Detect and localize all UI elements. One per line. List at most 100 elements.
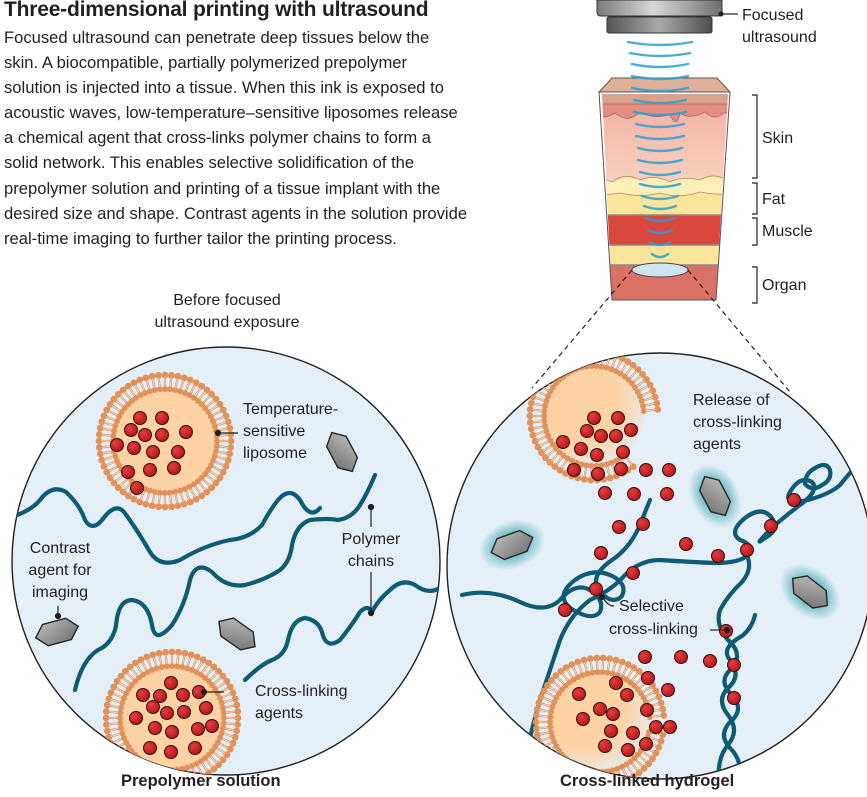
lipid-head	[167, 489, 174, 496]
lipid-head	[541, 418, 548, 425]
lipid-head	[110, 395, 118, 403]
lipid-highlight	[631, 763, 638, 771]
lipid-head	[181, 649, 189, 657]
lipid-highlight	[185, 491, 190, 500]
lipid-highlight	[642, 686, 651, 693]
lipid-highlight	[537, 436, 546, 441]
crosslinking-agent	[574, 442, 588, 456]
lipid-highlight	[213, 752, 222, 759]
lipid-head	[98, 418, 106, 426]
crosslinking-agent	[711, 549, 725, 563]
lipid-head	[168, 371, 175, 379]
crosslinking-agent	[176, 688, 190, 702]
lipid-head	[623, 761, 630, 768]
wave-arc	[628, 51, 692, 58]
lipid-head	[552, 764, 560, 772]
crosslinking-agent	[604, 724, 618, 738]
lipid-head	[551, 463, 559, 471]
lipid-tail	[124, 753, 137, 766]
lipid-head	[600, 353, 608, 357]
lipid-highlight	[152, 494, 155, 504]
lipid-highlight	[643, 397, 653, 401]
lipid-head	[234, 708, 242, 715]
crosslinking-agent	[598, 486, 612, 500]
lipid-head	[96, 424, 104, 432]
lipid-head	[198, 492, 206, 500]
lipid-head	[209, 682, 216, 689]
lipid-head	[208, 484, 216, 492]
lipid-highlight	[553, 681, 561, 689]
crosslinking-agent	[138, 428, 152, 442]
lipid-head	[606, 655, 614, 663]
lipid-highlight	[533, 403, 543, 406]
lipid-highlight	[549, 751, 558, 758]
lipid-head	[233, 727, 241, 735]
lipid-highlight	[561, 363, 567, 372]
lipid-head	[216, 474, 224, 482]
lipid-head	[545, 432, 552, 439]
lipid-head	[655, 743, 663, 751]
label-line: ultrasound	[742, 29, 817, 46]
crosslinking-agent	[609, 429, 623, 443]
lipid-head	[175, 648, 182, 656]
lipid-highlight	[222, 738, 231, 743]
contrast-agent	[479, 519, 545, 571]
lipid-highlight	[538, 726, 548, 729]
lipid-highlight	[104, 422, 114, 426]
crosslinking-agent	[177, 705, 191, 719]
lipid-head	[624, 358, 632, 366]
fat-bracket	[752, 182, 758, 215]
lipid-highlight	[113, 693, 122, 698]
lipid-head	[623, 676, 630, 683]
lipid-head	[184, 665, 191, 672]
lipid-head	[639, 402, 646, 409]
lipid-head	[649, 387, 657, 395]
lipid-highlight	[192, 768, 197, 775]
lipid-highlight	[213, 677, 222, 684]
lipid-highlight	[217, 682, 226, 689]
lipid-head	[568, 353, 576, 360]
lipid-head	[544, 755, 551, 762]
crosslinking-agent	[121, 465, 135, 479]
crosslinking-agent	[612, 520, 626, 534]
crosslinking-agent	[626, 726, 640, 740]
lipid-head	[593, 654, 601, 662]
lipid-head	[219, 672, 227, 680]
lipid-highlight	[631, 673, 638, 681]
crosslinking-agent	[641, 671, 655, 685]
lipid-head	[197, 758, 204, 765]
tissue-block	[597, 77, 732, 301]
lipid-highlight	[532, 409, 542, 412]
lipid-head	[574, 674, 581, 681]
lipid-head	[161, 371, 169, 379]
intro-line: skin. A biocompatible, partially polymer…	[4, 53, 408, 73]
lipid-head	[207, 413, 214, 420]
lipid-head	[102, 721, 110, 728]
crosslinking-agent	[679, 537, 693, 551]
lipid-highlight	[136, 763, 143, 772]
lipid-highlight	[547, 449, 555, 457]
lipid-head	[124, 492, 132, 500]
lipid-highlight	[113, 738, 122, 743]
lipid-head	[199, 656, 207, 664]
lipid-head	[586, 655, 594, 663]
lipid-head	[638, 690, 645, 697]
lipid-tail	[583, 353, 588, 367]
lipid-highlight	[140, 382, 145, 391]
lipid-head	[188, 763, 195, 770]
lipid-head	[186, 498, 194, 506]
lipid-highlight	[115, 687, 125, 693]
lipid-head	[169, 663, 175, 669]
lipid-highlight	[622, 768, 628, 778]
lipid-head	[212, 479, 220, 487]
lipid-highlight	[108, 410, 118, 416]
lipid-head	[555, 747, 562, 754]
lipid-head	[186, 392, 193, 399]
lipid-head	[193, 669, 200, 676]
lipid-head	[151, 386, 158, 393]
layer-label-organ: Organ	[762, 277, 807, 294]
lipid-highlight	[590, 661, 593, 671]
lipid-highlight	[109, 728, 119, 731]
lipid-head	[594, 669, 601, 676]
lipid-head	[149, 666, 156, 673]
